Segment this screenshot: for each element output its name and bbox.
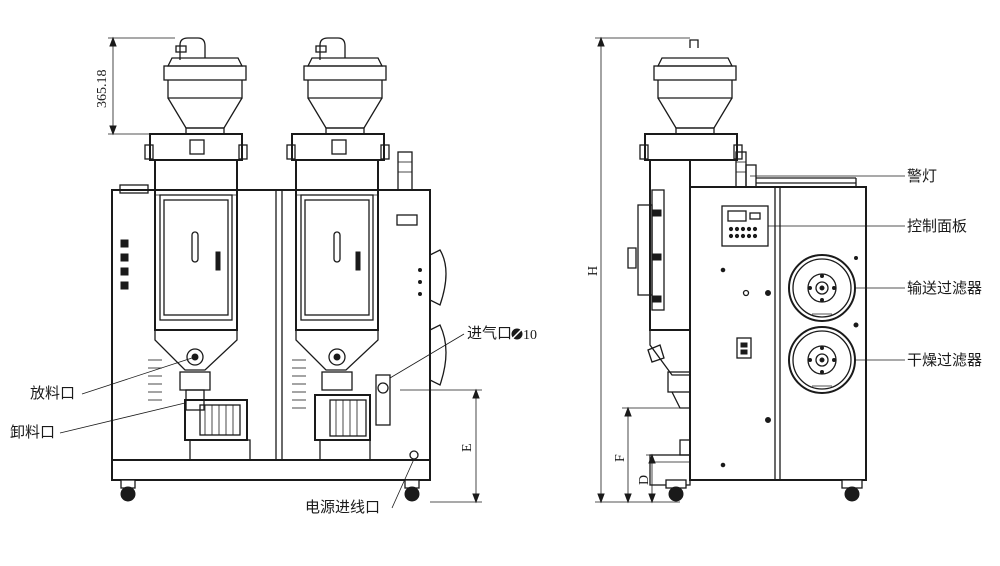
side-casters [665, 479, 863, 502]
air-inlet-size-label: 10 [523, 328, 537, 343]
side-leaders [750, 175, 905, 361]
diameter-symbol [509, 326, 525, 342]
h-dimension: H [586, 36, 690, 504]
side-view [627, 39, 867, 502]
side-cabinet [689, 186, 867, 481]
front-unit-2 [286, 37, 422, 461]
discharge-port-label: 放料口 [30, 384, 75, 402]
drying-filter-label: 干燥过滤器 [907, 351, 982, 369]
drying-filter [788, 326, 856, 394]
hopper-height-label: 365.18 [95, 70, 110, 109]
front-buttons [120, 239, 129, 290]
front-unit-1 [144, 37, 251, 461]
e-label: E [460, 443, 475, 452]
air-inlet-label: 进气口 [467, 324, 512, 342]
conveying-filter [788, 254, 856, 322]
power-inlet-label: 电源进线口 [305, 498, 380, 516]
front-vents-1 [148, 359, 162, 401]
warning-light-label: 警灯 [907, 167, 937, 185]
hopper-height-dimension: 365.18 [95, 36, 186, 136]
f-label: F [613, 454, 628, 462]
front-cabinet [111, 189, 431, 461]
e-dimension: E [400, 388, 482, 504]
unloading-port-label: 卸料口 [10, 423, 55, 441]
front-view [111, 37, 447, 502]
h-label: H [586, 266, 601, 276]
front-leaders [59, 333, 465, 509]
d-dimension: D [637, 453, 680, 504]
conveying-filter-label: 输送过滤器 [907, 279, 982, 297]
front-vents-2 [292, 359, 306, 409]
front-casters [120, 479, 420, 502]
control-panel [721, 205, 769, 247]
d-label: D [637, 475, 652, 485]
front-base-frame [111, 459, 431, 481]
f-dimension: F [613, 406, 680, 504]
control-panel-label: 控制面板 [907, 217, 967, 235]
